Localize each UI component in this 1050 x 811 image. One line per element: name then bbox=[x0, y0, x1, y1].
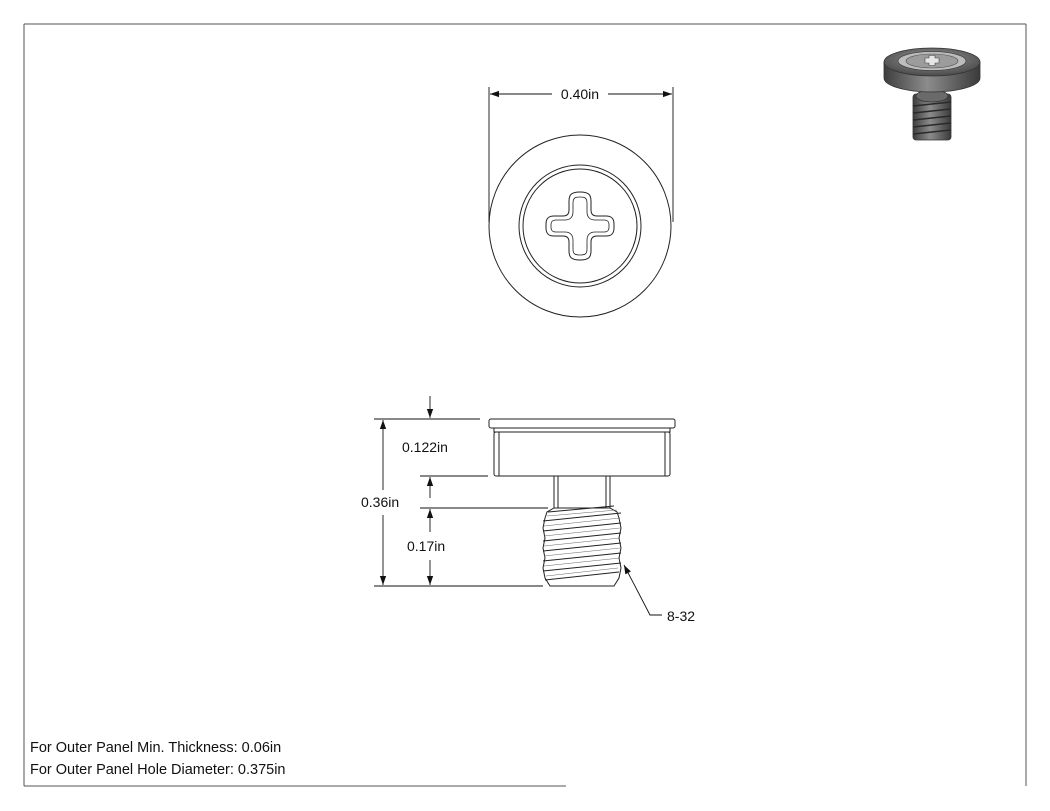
top-view bbox=[488, 134, 672, 318]
dim-head-height: 0.122in bbox=[402, 439, 448, 455]
thread-section bbox=[542, 505, 622, 587]
phillips-recess bbox=[545, 191, 615, 261]
side-view bbox=[488, 418, 676, 509]
dim-thread-length: 0.17in bbox=[407, 538, 445, 554]
isometric-screw-preview bbox=[883, 47, 981, 141]
diameter-dimension bbox=[488, 87, 674, 222]
sheet-border bbox=[23, 23, 1027, 787]
side-dimensions bbox=[374, 396, 662, 616]
note-hole-diameter: For Outer Panel Hole Diameter: 0.375in bbox=[30, 762, 286, 778]
thread-callout: 8-32 bbox=[667, 608, 695, 624]
note-min-thickness: For Outer Panel Min. Thickness: 0.06in bbox=[30, 740, 282, 756]
dim-head-diameter: 0.40in bbox=[561, 86, 599, 102]
dim-overall-length: 0.36in bbox=[361, 494, 399, 510]
